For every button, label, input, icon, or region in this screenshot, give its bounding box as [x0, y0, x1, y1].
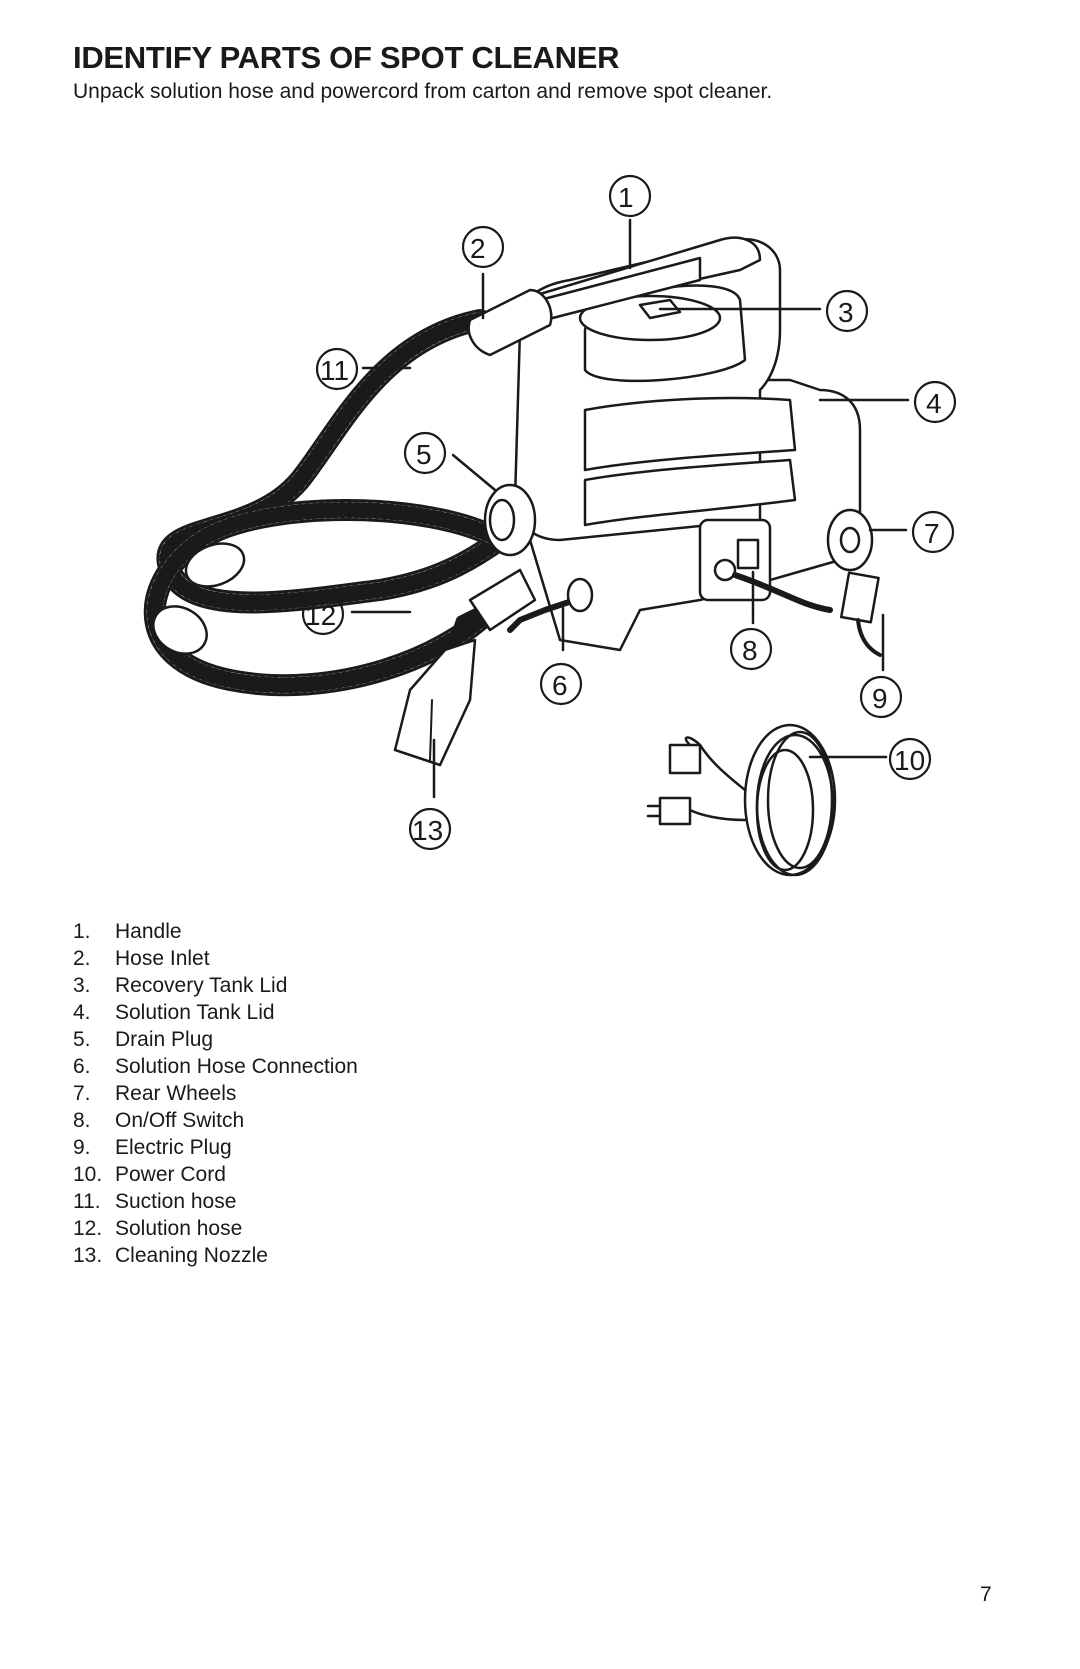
callout-4: 4	[926, 388, 942, 419]
list-item: 11. Suction hose	[73, 1188, 358, 1215]
list-item: 3. Recovery Tank Lid	[73, 972, 358, 999]
callout-12: 12	[305, 600, 336, 631]
page-title: IDENTIFY PARTS OF SPOT CLEANER	[73, 40, 620, 75]
page-number: 7	[980, 1583, 992, 1606]
list-item-label: Solution Tank Lid	[115, 1001, 275, 1024]
list-item-label: Recovery Tank Lid	[115, 974, 288, 997]
list-item: 5. Drain Plug	[73, 1026, 358, 1053]
list-item-number: 11.	[73, 1190, 101, 1213]
list-item-label: Handle	[115, 920, 182, 943]
list-item-number: 5.	[73, 1028, 91, 1051]
list-item-number: 6.	[73, 1055, 91, 1078]
list-item: 2. Hose Inlet	[73, 945, 358, 972]
list-item-label: Solution Hose Connection	[115, 1055, 358, 1078]
electric-plug-illustration	[732, 571, 882, 657]
list-item-label: Hose Inlet	[115, 947, 210, 970]
callout-8: 8	[742, 635, 758, 666]
callout-circles	[301, 174, 957, 851]
list-item-label: Solution hose	[115, 1217, 243, 1240]
list-item-number: 4.	[73, 1001, 91, 1024]
suction-hose-illustration	[143, 309, 511, 697]
callout-3: 3	[838, 297, 854, 328]
callout-6: 6	[552, 670, 568, 701]
list-item-number: 13.	[73, 1244, 103, 1267]
list-item: 4. Solution Tank Lid	[73, 999, 358, 1026]
list-item-label: Suction hose	[115, 1190, 237, 1213]
callout-11: 11	[320, 355, 349, 386]
list-item: 7. Rear Wheels	[73, 1080, 358, 1107]
list-item: 13. Cleaning Nozzle	[73, 1242, 358, 1269]
list-item-number: 7.	[73, 1082, 91, 1105]
callout-5: 5	[416, 439, 432, 470]
list-item-label: On/Off Switch	[115, 1109, 245, 1132]
callout-10: 10	[894, 745, 925, 776]
parts-list: 1. Handle 2. Hose Inlet 3. Recovery Tank Li…	[73, 918, 358, 1269]
list-item-label: Electric Plug	[115, 1136, 232, 1159]
list-item: 8. On/Off Switch	[73, 1107, 358, 1134]
list-item-number: 1.	[73, 920, 91, 943]
list-item: 9. Electric Plug	[73, 1134, 358, 1161]
list-item: 1. Handle	[73, 918, 358, 945]
page-subtitle: Unpack solution hose and powercord from …	[73, 80, 773, 103]
callout-labels: 1 2 3 4 5 6 7 8 9 10 11 12 13	[305, 182, 942, 846]
callout-9: 9	[872, 683, 888, 714]
power-cord-illustration	[646, 723, 837, 877]
list-item-number: 8.	[73, 1109, 91, 1132]
list-item-label: Power Cord	[115, 1163, 226, 1186]
list-item-number: 9.	[73, 1136, 91, 1159]
callout-7: 7	[924, 518, 940, 549]
cleaner-body-illustration	[467, 236, 874, 652]
cleaning-nozzle-illustration	[393, 568, 537, 767]
callout-13: 13	[412, 815, 443, 846]
list-item-number: 10.	[73, 1163, 103, 1186]
spot-cleaner-diagram: 1 2 3 4 5 6 7 8 9 10 11 12 13	[143, 174, 957, 877]
list-item: 6. Solution Hose Connection	[73, 1053, 358, 1080]
list-item-label: Rear Wheels	[115, 1082, 237, 1105]
callout-1: 1	[618, 182, 634, 213]
list-item-number: 3.	[73, 974, 91, 997]
list-item-number: 2.	[73, 947, 91, 970]
list-item: 10. Power Cord	[73, 1161, 358, 1188]
list-item-number: 12.	[73, 1217, 103, 1240]
list-item: 12. Solution hose	[73, 1215, 358, 1242]
callout-2: 2	[470, 233, 486, 264]
list-item-label: Drain Plug	[115, 1028, 214, 1051]
list-item-label: Cleaning Nozzle	[115, 1244, 268, 1267]
